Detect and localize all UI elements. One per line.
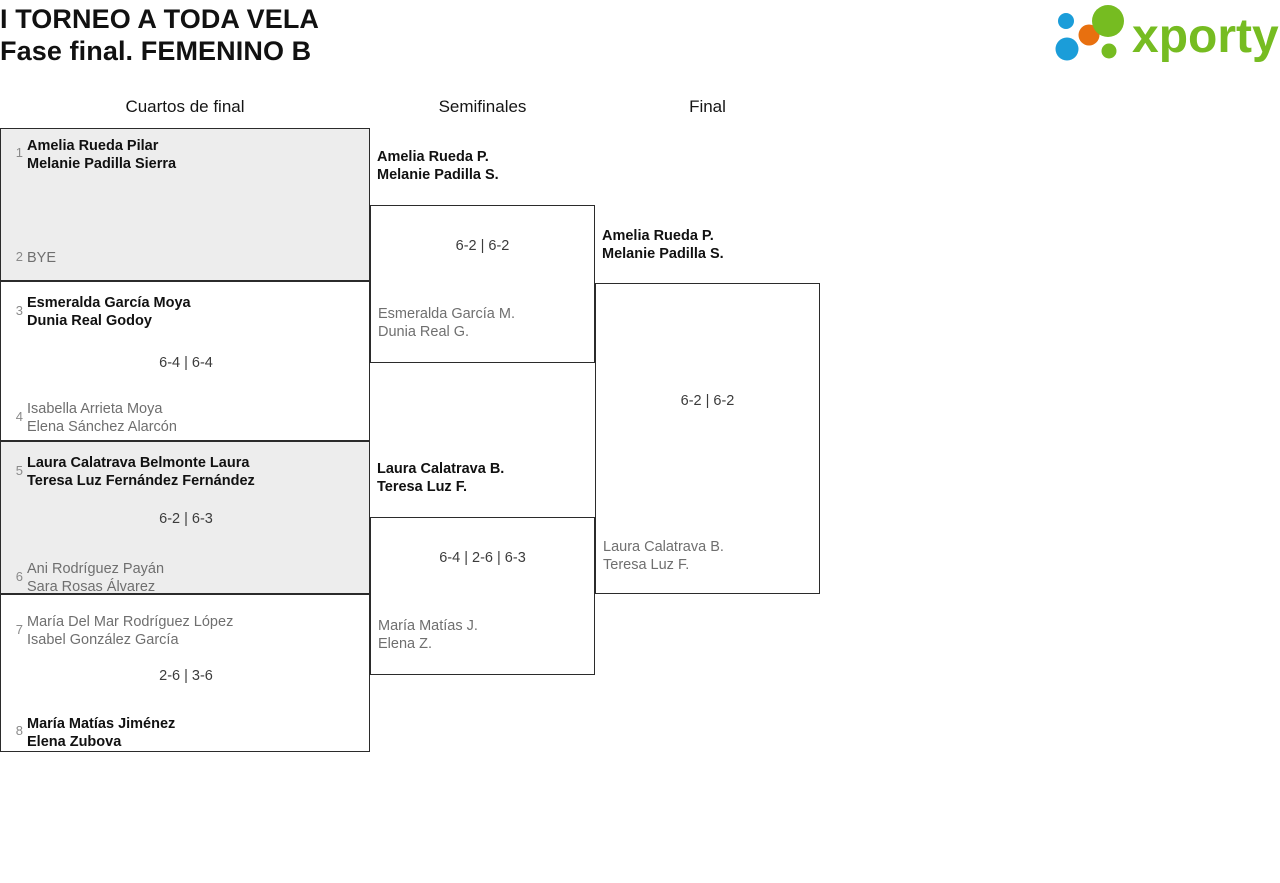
team-name-line1: Amelia Rueda P. <box>377 149 489 165</box>
team-name-line1: Laura Calatrava Belmonte Laura <box>27 455 250 471</box>
match-qf-4[interactable]: 7 María Del Mar Rodríguez López Isabel G… <box>0 594 370 752</box>
team-name-line1: María Matías J. <box>378 618 478 634</box>
seed-number: 8 <box>15 723 23 738</box>
connector-sf2-vertical <box>594 594 595 675</box>
team-name-line2: Melanie Padilla S. <box>602 246 724 262</box>
round-header-semifinals: Semifinales <box>438 97 527 116</box>
match-score: 6-2 | 6-2 <box>680 393 735 409</box>
team-name-line2: Isabel González García <box>27 632 179 648</box>
team-name-line2: Dunia Real G. <box>378 324 470 340</box>
team-name-line2: Sara Rosas Álvarez <box>27 579 156 595</box>
seed-number: 3 <box>15 303 23 318</box>
tournament-subtitle: Fase final. FEMENINO B <box>0 36 312 66</box>
team-name-line1: Isabella Arrieta Moya <box>27 401 163 417</box>
match-sf-1[interactable]: 6-2 | 6-2 Esmeralda García M. Dunia Real… <box>370 205 595 363</box>
match-qf-3[interactable]: 5 Laura Calatrava Belmonte Laura Teresa … <box>0 441 370 595</box>
seed-number: 2 <box>15 249 23 264</box>
seed-number: 6 <box>15 569 23 584</box>
connector-qf4-vertical <box>369 675 370 752</box>
team-name-line2: Melanie Padilla S. <box>377 167 499 183</box>
match-score: 6-2 | 6-3 <box>159 511 213 527</box>
connector-qf1-vertical <box>369 128 370 205</box>
match-score: 6-4 | 2-6 | 6-3 <box>439 550 526 566</box>
match-score: 6-4 | 6-4 <box>159 355 213 371</box>
xporty-logo[interactable]: xporty <box>1046 4 1280 66</box>
match-score: 6-2 | 6-2 <box>455 238 510 254</box>
page-title: I TORNEO A TODA VELA Fase final. FEMENIN… <box>0 0 900 67</box>
match-score: 2-6 | 3-6 <box>159 668 213 684</box>
seed-number: 5 <box>15 463 23 478</box>
seed-number: 4 <box>15 409 23 424</box>
team-name-line1: Amelia Rueda Pilar <box>27 138 159 154</box>
match-qf-1[interactable]: 1 Amelia Rueda Pilar Melanie Padilla Sie… <box>0 128 370 281</box>
connector-sf1-vertical <box>594 205 595 283</box>
team-name-line1: Esmeralda García Moya <box>27 295 191 311</box>
team-name-line1: Laura Calatrava B. <box>377 461 505 477</box>
advancing-team-final: Amelia Rueda P. Melanie Padilla S. <box>602 227 724 263</box>
seed-number: 1 <box>15 145 23 160</box>
team-name-line2: Teresa Luz F. <box>603 557 690 573</box>
team-name-line1: Esmeralda García M. <box>378 306 515 322</box>
team-name-line1: Ani Rodríguez Payán <box>27 561 165 577</box>
team-name-line2: Melanie Padilla Sierra <box>27 156 177 172</box>
match-qf-2[interactable]: 3 Esmeralda García Moya Dunia Real Godoy… <box>0 281 370 441</box>
advancing-team-sf-1: Amelia Rueda P. Melanie Padilla S. <box>377 148 499 184</box>
team-name-line1: María Del Mar Rodríguez López <box>27 614 234 630</box>
team-name-line2: Elena Z. <box>378 636 432 652</box>
team-name-line2: Elena Zubova <box>27 734 122 750</box>
svg-text:xporty: xporty <box>1132 10 1279 63</box>
tournament-title: I TORNEO A TODA VELA <box>0 4 320 34</box>
match-sf-2[interactable]: 6-4 | 2-6 | 6-3 María Matías J. Elena Z. <box>370 517 595 675</box>
team-name-line2: Dunia Real Godoy <box>27 313 152 329</box>
team-name-line2: Teresa Luz F. <box>377 479 467 495</box>
match-final[interactable]: 6-2 | 6-2 Laura Calatrava B. Teresa Luz … <box>595 283 820 594</box>
team-name-line2: Elena Sánchez Alarcón <box>27 419 177 435</box>
connector-qf2-vertical <box>369 363 370 441</box>
connector-qf3-vertical <box>369 441 370 517</box>
team-name-line2: Teresa Luz Fernández Fernández <box>27 473 255 489</box>
team-name-line1: María Matías Jiménez <box>27 716 176 732</box>
round-header-quarterfinals: Cuartos de final <box>125 97 245 116</box>
advancing-team-sf-2: Laura Calatrava B. Teresa Luz F. <box>377 460 504 496</box>
team-name-line1: Laura Calatrava B. <box>603 539 724 555</box>
round-header-final: Final <box>689 97 726 116</box>
team-name-line1: BYE <box>27 250 57 266</box>
team-name-line1: Amelia Rueda P. <box>602 228 714 244</box>
seed-number: 7 <box>15 622 23 637</box>
